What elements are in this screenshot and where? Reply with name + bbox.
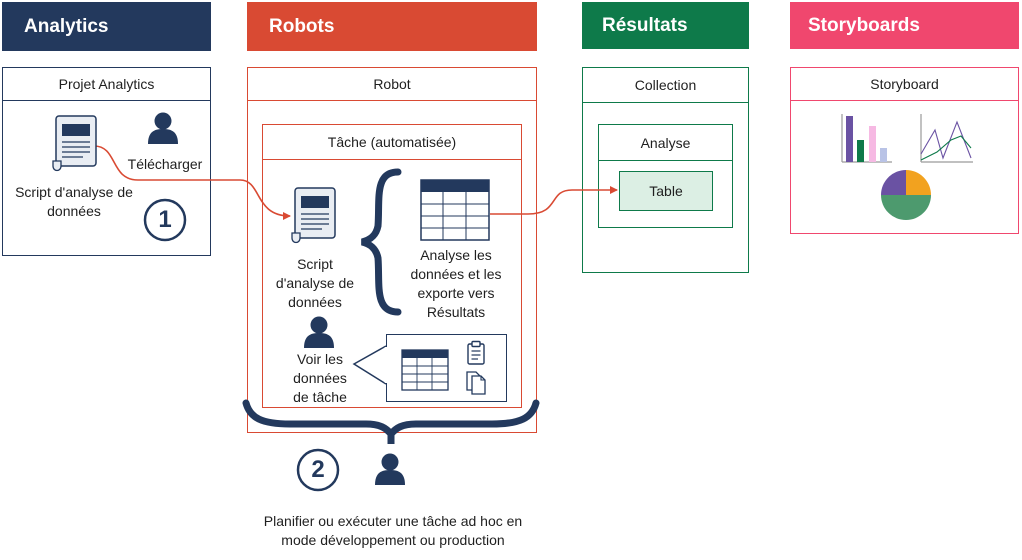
analyse-title: Analyse	[599, 125, 732, 161]
clipboard-icon	[467, 340, 485, 365]
step-1-number: 1	[158, 206, 172, 233]
user-icon	[375, 453, 405, 485]
user-icon	[304, 316, 334, 348]
collection-title-text: Collection	[634, 77, 697, 93]
storyboard-title: Storyboard	[791, 68, 1018, 101]
step-2-number: 2	[311, 456, 325, 483]
user-icon	[148, 112, 178, 144]
pie-chart-icon	[881, 170, 931, 220]
storyboards-header: Storyboards	[790, 2, 1019, 49]
robots-header-label: Robots	[269, 15, 335, 37]
line-chart-icon	[920, 114, 973, 163]
robot-title-text: Robot	[373, 76, 411, 92]
export-connector	[490, 186, 618, 215]
resultats-header: Résultats	[582, 2, 749, 49]
bar-chart-icon	[841, 114, 892, 163]
storyboard-title-text: Storyboard	[870, 76, 939, 92]
resultats-header-label: Résultats	[602, 14, 688, 36]
table-grid-icon	[420, 179, 490, 241]
analytics-header: Analytics	[2, 2, 211, 51]
task-brace	[361, 168, 402, 316]
download-connector	[93, 145, 291, 220]
analytics-project-title-text: Projet Analytics	[58, 76, 155, 92]
analyse-export-label: Analyse les données et les exporte vers …	[410, 247, 502, 320]
analytics-script-label: Script d'analyse de données	[15, 184, 133, 219]
schedule-label: Planifier ou exécuter une tâche ad hoc e…	[263, 513, 523, 548]
step-2-badge	[296, 448, 340, 492]
view-task-data-label: Voir les données de tâche	[293, 351, 347, 405]
collection-title: Collection	[583, 68, 748, 103]
step-1-badge	[143, 198, 187, 242]
table-result-label: Table	[649, 183, 683, 199]
robot-script-label: Script d'analyse de données	[275, 256, 355, 310]
analyse-title-text: Analyse	[640, 134, 691, 151]
copy-documents-icon	[466, 371, 486, 395]
robot-bottom-brace	[242, 399, 540, 440]
table-result[interactable]: Table	[619, 171, 713, 211]
analytics-project-title: Projet Analytics	[3, 68, 210, 101]
download-label: Télécharger	[127, 156, 203, 172]
robots-header: Robots	[247, 2, 537, 51]
script-scroll-icon	[291, 187, 336, 244]
storyboards-header-label: Storyboards	[808, 14, 920, 36]
popup-pointer	[352, 345, 388, 385]
script-scroll-icon	[52, 115, 97, 172]
task-title-text: Tâche (automatisée)	[327, 134, 457, 150]
robot-title: Robot	[248, 68, 536, 101]
table-grid-icon	[401, 349, 449, 391]
task-title: Tâche (automatisée)	[263, 125, 521, 160]
analytics-header-label: Analytics	[24, 15, 109, 37]
